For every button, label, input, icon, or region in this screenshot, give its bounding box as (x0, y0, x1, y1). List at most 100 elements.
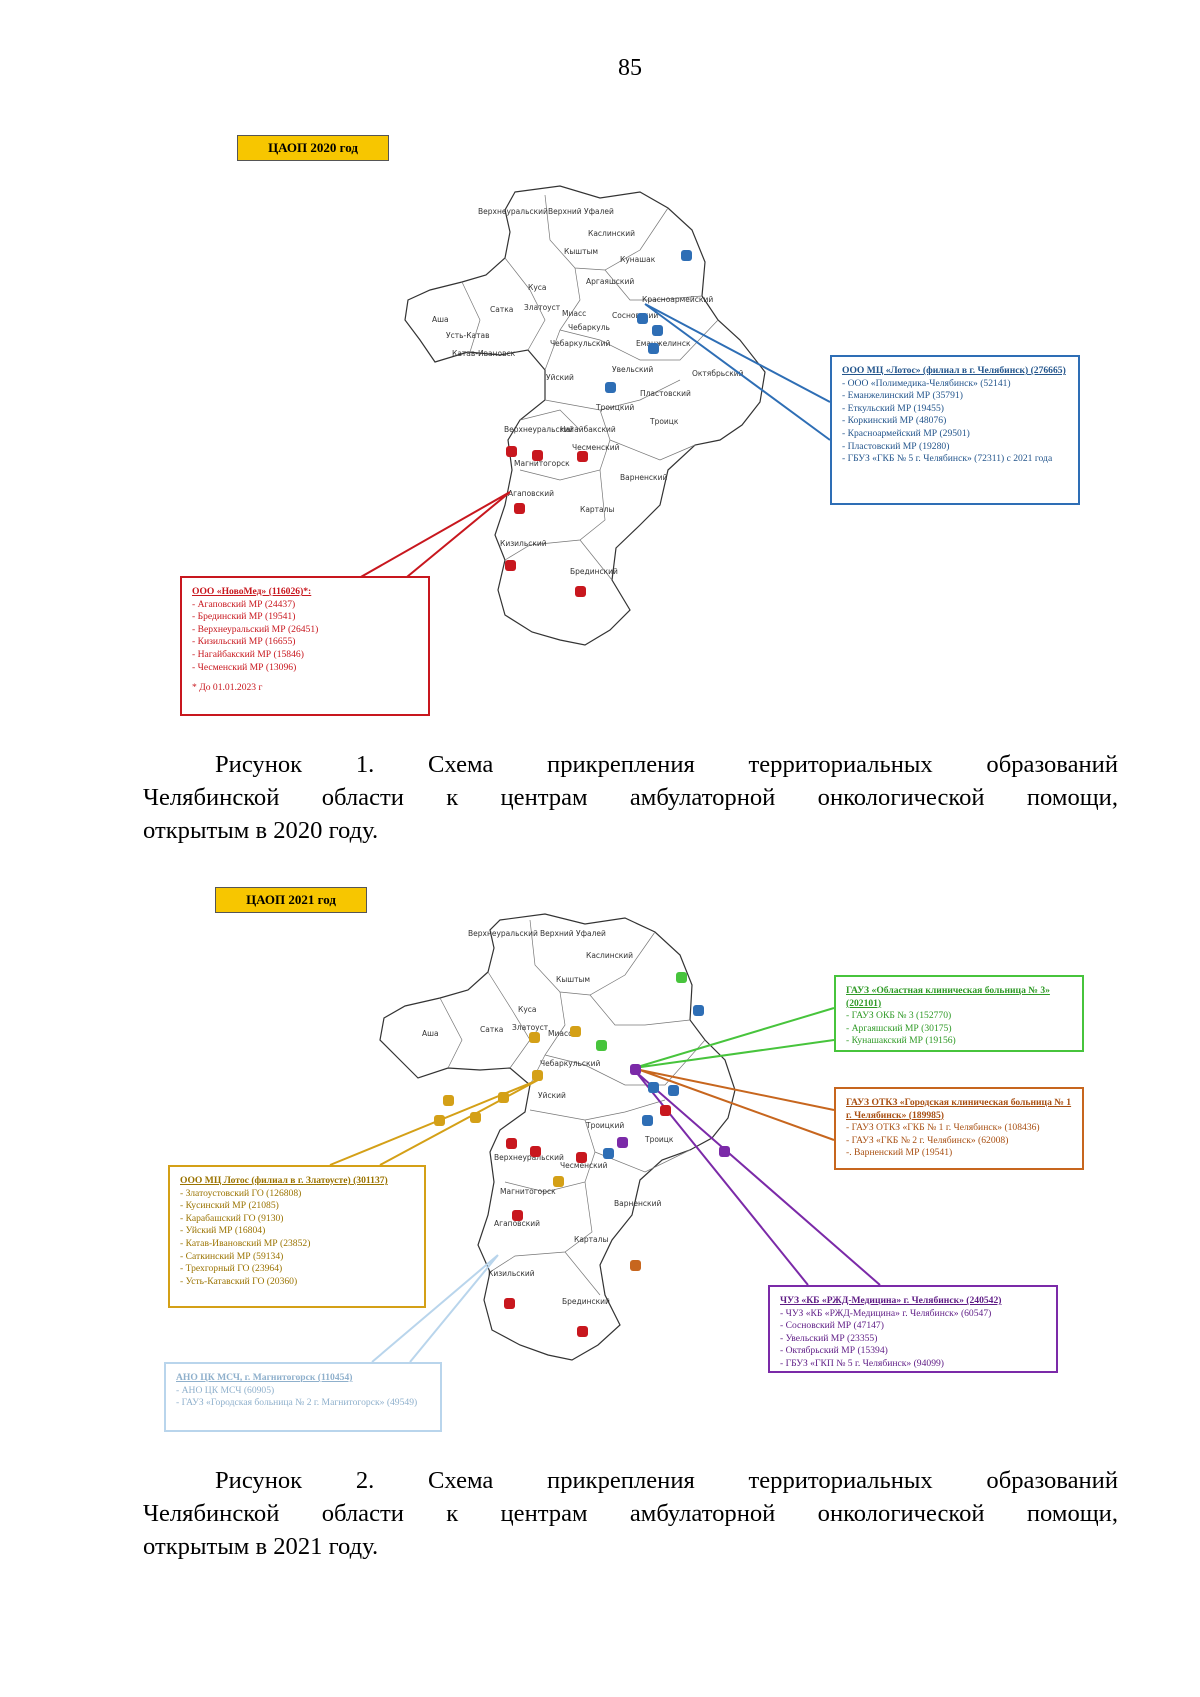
ano-ck-msch-legend: АНО ЦК МСЧ, г. Магнитогорск (110454) - А… (164, 1362, 442, 1432)
blue-marker (603, 1148, 614, 1159)
legend-item: - ГАУЗ «ГКБ № 2 г. Челябинск» (62008) (846, 1134, 1009, 1146)
legend-item: - Чесменский МР (13096) (192, 661, 297, 673)
caption-line: Челябинской области к центрам амбулаторн… (143, 784, 1118, 811)
legend-item: - ГАУЗ «Городская больница № 2 г. Магнит… (176, 1397, 418, 1409)
legend-title: ГАУЗ «Областная клиническая больница № 3… (846, 985, 1050, 1009)
red-marker (505, 560, 516, 571)
red-marker (530, 1146, 541, 1157)
legend-item: - Еманжелинский МР (35791) (842, 390, 963, 402)
map-label: Верхнеуральский (504, 425, 574, 434)
map-label: Верхнеуральский (494, 1153, 564, 1162)
map-label: Уйский (546, 373, 574, 382)
map-label: Кизильский (500, 539, 547, 548)
red-marker (514, 503, 525, 514)
blue-marker (642, 1115, 653, 1126)
map-label: Брединский (570, 567, 618, 576)
map-label: Троицк (644, 1135, 674, 1144)
map-label: Катав-Ивановск (452, 349, 516, 358)
gold-marker (443, 1095, 454, 1106)
figure2-district-labels: Верхнеуральский Верхний Уфалей Каслински… (422, 929, 674, 1306)
legend-item: - Карабашский ГО (9130) (180, 1212, 284, 1224)
map-label: Агаповский (494, 1219, 540, 1228)
lotos-chelyabinsk-legend: ООО МЦ «Лотос» (филиал в г. Челябинск) (… (830, 355, 1080, 505)
legend-item: - ЧУЗ «КБ «РЖД-Медицина» г. Челябинск» (… (780, 1307, 992, 1319)
map-label: Красноармейский (642, 295, 713, 304)
legend-title: ООО МЦ Лотос (филиал в г. Златоусте) (30… (180, 1175, 388, 1186)
map-label: Куса (518, 1005, 536, 1014)
blue-marker (681, 250, 692, 261)
green-marker (676, 972, 687, 983)
green-marker (596, 1040, 607, 1051)
legend-item: - Уйский МР (16804) (180, 1225, 266, 1237)
red-marker (576, 1152, 587, 1163)
map-label: Чебаркуль (568, 323, 610, 332)
legend-title: АНО ЦК МСЧ, г. Магнитогорск (110454) (176, 1372, 353, 1383)
orange-callout-line (639, 1069, 835, 1141)
blue-marker (605, 382, 616, 393)
map-label: Златоуст (512, 1023, 549, 1032)
map-label: Агаповский (508, 489, 554, 498)
map-label: Варненский (614, 1199, 661, 1208)
gkb1-legend: ГАУЗ ОТКЗ «Городская клиническая больниц… (834, 1087, 1084, 1170)
map-label: Чесменский (572, 443, 620, 452)
legend-item: - Увельский МР (23355) (780, 1332, 878, 1344)
map-label: Варненский (620, 473, 667, 482)
legend-title: ГАУЗ ОТКЗ «Городская клиническая больниц… (846, 1097, 1072, 1121)
legend-item: - ГАУЗ ОТКЗ «ГКБ № 1 г. Челябинск» (1084… (846, 1122, 1040, 1134)
map-label: Чебаркульский (540, 1059, 600, 1068)
legend-item: - Катав-Ивановский МР (23852) (180, 1237, 311, 1249)
legend-item: - АНО ЦК МСЧ (60905) (176, 1384, 275, 1396)
orange-marker (630, 1260, 641, 1271)
map-label: Кунашак (620, 255, 656, 264)
gold-marker (532, 1070, 543, 1081)
map-label: Троицк (649, 417, 679, 426)
legend-item: - Брединский МР (19541) (192, 611, 296, 623)
red-marker (506, 446, 517, 457)
map-label: Верхний Уфалей (540, 929, 606, 938)
blue-marker (693, 1005, 704, 1016)
figure1-year-tag: ЦАОП 2020 год (237, 135, 389, 161)
map-label: Магнитогорск (514, 459, 570, 468)
map-label: Аргаяшский (586, 277, 634, 286)
legend-title: ООО «НовоМед» (116026)*: (192, 586, 312, 597)
legend-item: - Коркинский МР (48076) (842, 415, 947, 427)
blue-marker (648, 1082, 659, 1093)
gold-marker (470, 1112, 481, 1123)
legend-item: - Усть-Катавский ГО (20360) (180, 1275, 298, 1287)
red-marker (506, 1138, 517, 1149)
legend-title: ООО МЦ «Лотос» (филиал в г. Челябинск) (… (842, 365, 1066, 376)
map-label: Магнитогорск (500, 1187, 556, 1196)
map-label: Миасс (548, 1029, 572, 1038)
caption-line: Рисунок 1. Схема прикрепления территориа… (215, 751, 1118, 778)
blue-callout-line (644, 303, 831, 441)
legend-item: - Нагайбакский МР (15846) (192, 648, 304, 660)
legend-item: - Красноармейский МР (29501) (842, 427, 970, 439)
legend-item: - Пластовский МР (19280) (842, 440, 950, 452)
legend-item: - Кунашакский МР (19156) (846, 1035, 956, 1047)
figure1-caption: Рисунок 1. Схема прикрепления территориа… (143, 748, 1118, 847)
map-label: Верхнеуральский (468, 929, 538, 938)
map-label: Сосновский (612, 311, 658, 320)
legend-item: - Агаповский МР (24437) (192, 598, 296, 610)
map-label: Кыштым (564, 247, 598, 256)
legend-item: -. Варненский МР (19541) (846, 1147, 953, 1159)
map-label: Верхний Уфалей (548, 207, 614, 216)
legend-item: - ГАУЗ ОКБ № 3 (152770) (846, 1010, 952, 1022)
caption-line: открытым в 2020 году. (143, 817, 379, 844)
map-label: Троицкий (585, 1121, 624, 1130)
legend-item: - Верхнеуральский МР (26451) (192, 623, 319, 635)
gold-marker (570, 1026, 581, 1037)
map-label: Увельский (612, 365, 653, 374)
legend-item: - Саткинский МР (59134) (180, 1250, 284, 1262)
map-label: Сатка (480, 1025, 503, 1034)
figure1-markers (505, 250, 692, 597)
green-callout-line (633, 1007, 835, 1069)
okb3-legend: ГАУЗ «Областная клиническая больница № 3… (834, 975, 1084, 1052)
rzd-medicina-legend: ЧУЗ «КБ «РЖД-Медицина» г. Челябинск» (24… (768, 1285, 1058, 1373)
red-marker (575, 586, 586, 597)
blue-marker (652, 325, 663, 336)
lightblue-callout-line (371, 1254, 499, 1363)
figure2-year-tag: ЦАОП 2021 год (215, 887, 367, 913)
gold-marker (529, 1032, 540, 1043)
purple-marker (630, 1064, 641, 1075)
